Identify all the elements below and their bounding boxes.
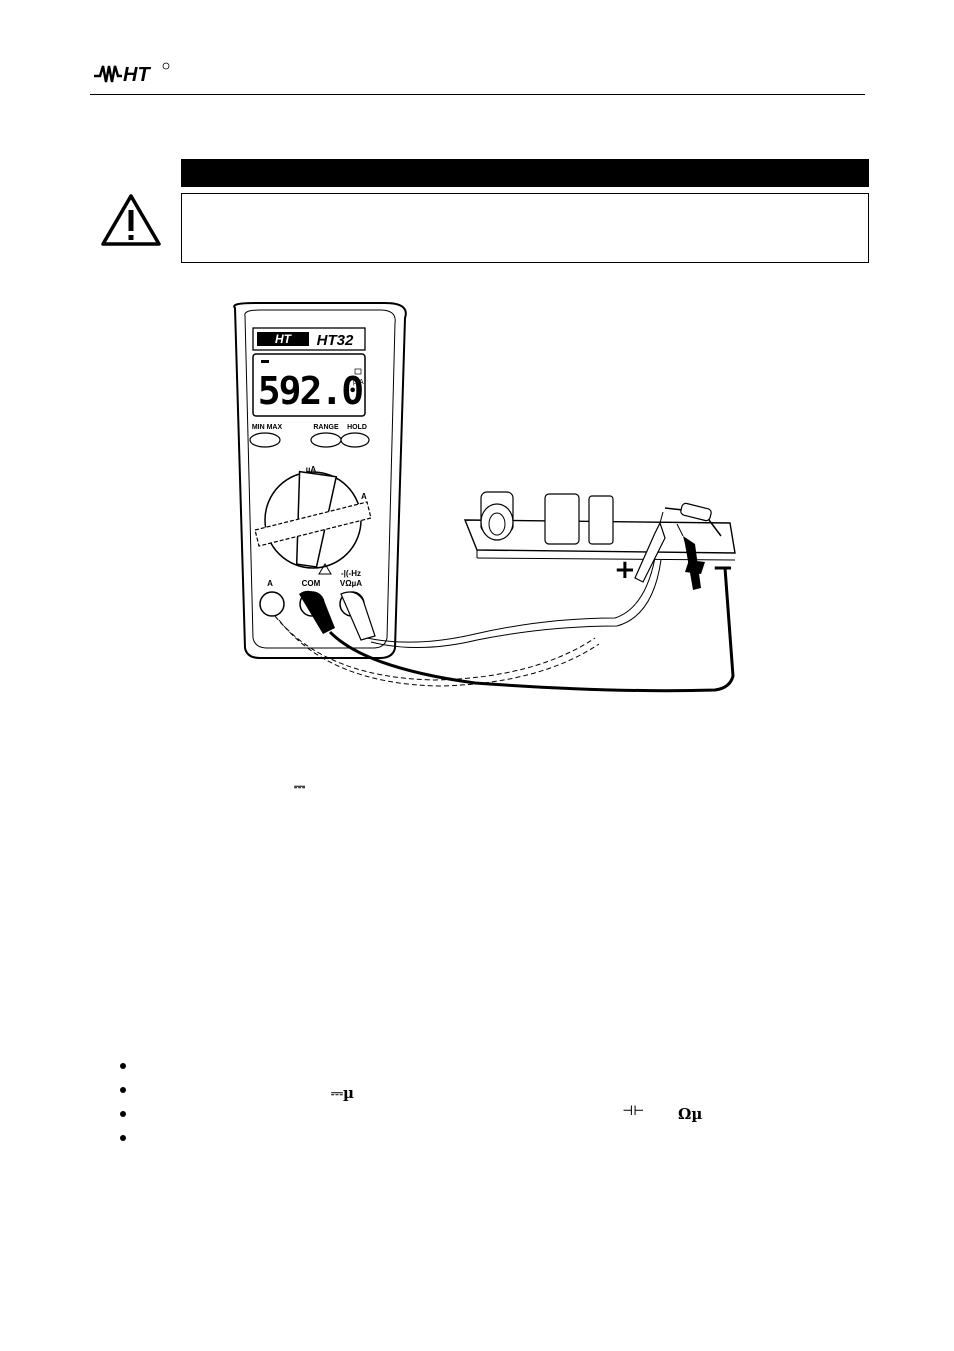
svg-text:-|(-Hz: -|(-Hz <box>341 569 361 578</box>
warning-triangle-icon <box>100 193 162 247</box>
svg-text:A: A <box>359 379 364 386</box>
plus-label: + <box>614 555 636 585</box>
hold-label: HOLD <box>347 424 367 431</box>
bullet-2 <box>120 1087 126 1093</box>
warning-title-bar <box>181 159 869 187</box>
header-rule <box>90 94 865 95</box>
svg-text:COM: COM <box>302 579 321 588</box>
measurement-illustration: HT HT32 592.0 µ A MIN MAX RANGE HOLD µA … <box>215 298 755 708</box>
multimeter-diagram: HT HT32 592.0 µ A MIN MAX RANGE HOLD µA … <box>233 302 736 693</box>
bullet-1 <box>120 1063 126 1069</box>
meter-brand: HT <box>275 332 293 346</box>
ohm-micro-symbol: Ωµ <box>678 1105 703 1123</box>
range-button <box>310 432 342 448</box>
svg-text:HT: HT <box>123 64 151 86</box>
minmax-button <box>249 432 281 448</box>
meter-reading: 592.0 <box>258 369 363 413</box>
ht-logo-icon: HT <box>94 62 170 86</box>
svg-text:µ: µ <box>353 379 357 386</box>
range-label: RANGE <box>313 424 339 431</box>
meter-model: HT32 <box>317 332 354 349</box>
minmax-label: MIN MAX <box>252 424 283 431</box>
dc-micro-symbol: ⎓µ <box>331 1084 354 1102</box>
capacitor-symbol: ⊣⊢ <box>622 1104 645 1119</box>
svg-text:A: A <box>267 579 273 588</box>
svg-text:VΩµA: VΩµA <box>340 579 362 588</box>
minus-label: − <box>712 553 734 583</box>
dc-symbol: ⎓ <box>294 779 306 795</box>
bullet-4 <box>120 1135 126 1141</box>
svg-text:µA: µA <box>306 465 317 474</box>
svg-text:A: A <box>361 492 367 501</box>
jack-a <box>259 591 285 617</box>
hold-button <box>340 432 370 448</box>
brand-logo: HT <box>92 60 172 86</box>
bullet-3 <box>120 1111 126 1117</box>
warning-box <box>181 193 869 263</box>
